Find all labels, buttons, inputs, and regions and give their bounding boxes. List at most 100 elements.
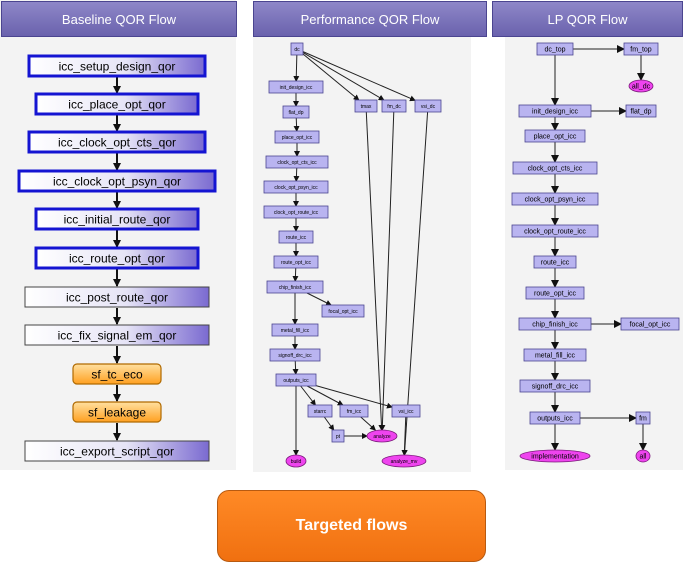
lp-node-label: outputs_icc — [537, 415, 573, 422]
performance-node-label: analyze — [373, 434, 390, 440]
performance-node-label: fm_dc — [387, 104, 401, 110]
performance-edge — [293, 54, 300, 82]
baseline-step-label: sf_leakage — [88, 406, 146, 420]
lp-node-label: all_dc — [632, 83, 651, 90]
lp-node-clock_opt_cts_icc — [512, 161, 598, 175]
lp-node-label: flat_dp — [630, 108, 651, 115]
baseline-step-label: icc_fix_signal_em_qor — [58, 329, 177, 343]
performance-edge — [306, 385, 344, 406]
performance-node-dc — [290, 42, 304, 56]
lp-node-metal_fill_icc — [523, 348, 587, 362]
baseline-step-box — [24, 440, 210, 462]
lp-node-clock_opt_route_icc — [511, 224, 599, 238]
lp-node-place_opt_icc — [524, 129, 586, 143]
baseline-step-box — [24, 324, 210, 346]
baseline-step-box — [17, 169, 217, 193]
lp-node-route_icc — [533, 255, 577, 269]
baseline-step-label: icc_setup_design_qor — [59, 60, 176, 74]
performance-flow-title: Performance QOR Flow — [253, 1, 487, 37]
lp-node-label: route_icc — [541, 259, 570, 266]
performance-terminal-build — [285, 454, 307, 468]
lp-terminal-all — [635, 449, 651, 463]
performance-node-label: chip_finish_icc — [279, 285, 312, 291]
performance-node-init_design_icc — [268, 80, 324, 94]
targeted-flows-box: Targeted flows — [217, 490, 486, 562]
lp-node-label: clock_opt_route_icc — [524, 228, 586, 235]
lp-node-outputs_icc — [529, 411, 581, 425]
performance-node-label: vsi_icc — [398, 409, 414, 415]
lp-node-label: chip_finish_icc — [532, 321, 578, 328]
performance-node-place_opt_icc — [274, 130, 320, 144]
baseline-step-label: icc_place_opt_qor — [68, 98, 165, 112]
performance-node-pt — [331, 429, 345, 443]
lp-node-signoff_drc_icc — [519, 379, 591, 393]
lp-node-label: clock_opt_cts_icc — [528, 165, 583, 172]
performance-node-label: clock_opt_psyn_icc — [274, 185, 318, 191]
performance-node-label: clock_opt_cts_icc — [277, 160, 317, 166]
performance-node-label: init_design_icc — [280, 85, 313, 91]
lp-flow-title: LP QOR Flow — [492, 1, 683, 37]
baseline-step-label: sf_tc_eco — [91, 368, 143, 382]
lp-node-chip_finish_icc — [518, 317, 592, 331]
lp-node-label: focal_opt_icc — [630, 321, 671, 328]
performance-terminal-analyze — [366, 429, 398, 443]
performance-node-clock_opt_psyn_icc — [263, 180, 329, 194]
baseline-step-box — [34, 246, 200, 270]
lp-node-label: signoff_drc_icc — [532, 383, 579, 390]
lp-node-init_design_icc — [518, 104, 592, 118]
lp-node-route_opt_icc — [525, 286, 585, 300]
lp-node-dc_top — [536, 42, 574, 56]
performance-node-label: route_icc — [286, 235, 307, 241]
baseline-step-label: icc_clock_opt_psyn_qor — [53, 175, 181, 189]
lp-node-label: dc_top — [544, 46, 565, 53]
performance-node-label: flat_dp — [288, 110, 303, 116]
performance-node-label: analyze_mv — [391, 459, 418, 465]
lp-node-label: implementation — [531, 453, 579, 460]
performance-edge — [293, 117, 300, 132]
performance-node-label: starrc — [314, 409, 327, 415]
performance-node-starrc — [307, 404, 333, 418]
baseline-step-box — [27, 54, 207, 78]
baseline-step-box — [34, 207, 200, 231]
lp-node-fm_top — [623, 42, 659, 56]
performance-edge — [302, 51, 416, 102]
lp-node-label: fm — [639, 415, 647, 422]
performance-node-route_icc — [278, 230, 314, 244]
performance-edge — [300, 385, 316, 406]
performance-edge — [302, 53, 360, 101]
performance-node-fm_icc — [339, 404, 369, 418]
lp-node-fm — [635, 411, 651, 425]
performance-node-label: signoff_drc_icc — [278, 353, 312, 359]
lp-node-label: fm_top — [630, 46, 652, 53]
performance-edge — [323, 416, 335, 431]
performance-node-label: metal_fill_icc — [281, 328, 310, 334]
performance-edge — [315, 385, 393, 409]
performance-node-label: clock_opt_route_icc — [274, 210, 319, 216]
lp-terminal-implementation — [519, 449, 591, 463]
performance-node-metal_fill_icc — [271, 323, 319, 337]
performance-node-vsi_dc — [414, 99, 442, 113]
baseline-step-label: icc_initial_route_qor — [64, 213, 171, 227]
performance-node-signoff_drc_icc — [269, 348, 321, 362]
performance-node-flat_dp — [282, 105, 310, 119]
performance-edge — [292, 360, 299, 375]
performance-edge — [360, 416, 377, 431]
performance-node-vsi_icc — [391, 404, 421, 418]
lp-panel — [505, 36, 683, 470]
lp-node-flat_dp — [625, 104, 657, 118]
targeted-flows-label: Targeted flows — [295, 517, 408, 534]
performance-node-label: build — [291, 459, 302, 465]
baseline-flow-title: Baseline QOR Flow — [1, 1, 237, 37]
lp-terminal-all_dc — [628, 79, 654, 93]
baseline-step-box — [27, 130, 207, 154]
lp-node-label: metal_fill_icc — [535, 352, 576, 359]
performance-edge — [379, 111, 395, 431]
lp-node-label: init_design_icc — [532, 108, 578, 115]
baseline-step-label: icc_route_opt_qor — [69, 252, 165, 266]
baseline-step-label: icc_clock_opt_cts_qor — [58, 136, 176, 150]
lp-node-label: route_opt_icc — [534, 290, 577, 297]
performance-node-route_opt_icc — [273, 255, 319, 269]
performance-node-outputs_icc — [275, 373, 317, 387]
performance-node-fm_dc — [381, 99, 407, 113]
